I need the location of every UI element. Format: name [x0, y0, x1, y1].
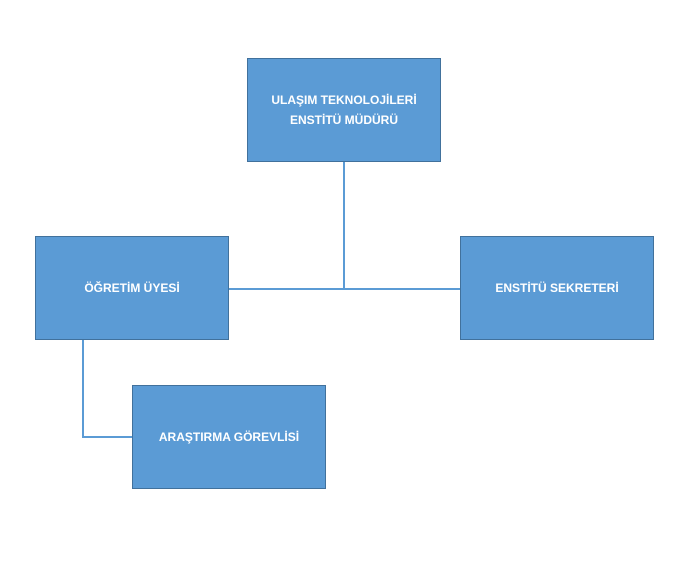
connector-faculty-to-assistant — [82, 340, 132, 438]
node-faculty-member[interactable]: ÖĞRETİM ÜYESİ — [35, 236, 229, 340]
node-research-assistant-label: ARAŞTIRMA GÖREVLİSİ — [158, 430, 300, 444]
node-institute-director-label: ULAŞIM TEKNOLOJİLERİ ENSTİTÜ MÜDÜRÜ — [271, 90, 416, 130]
node-institute-director-label-line1: ULAŞIM TEKNOLOJİLERİ — [271, 93, 417, 107]
node-research-assistant[interactable]: ARAŞTIRMA GÖREVLİSİ — [132, 385, 326, 489]
node-institute-secretary-label: ENSTİTÜ SEKRETERİ — [495, 281, 619, 295]
node-institute-director[interactable]: ULAŞIM TEKNOLOJİLERİ ENSTİTÜ MÜDÜRÜ — [247, 58, 441, 162]
node-faculty-member-label: ÖĞRETİM ÜYESİ — [84, 281, 180, 295]
node-institute-director-label-line2: ENSTİTÜ MÜDÜRÜ — [290, 113, 398, 127]
node-institute-secretary[interactable]: ENSTİTÜ SEKRETERİ — [460, 236, 654, 340]
